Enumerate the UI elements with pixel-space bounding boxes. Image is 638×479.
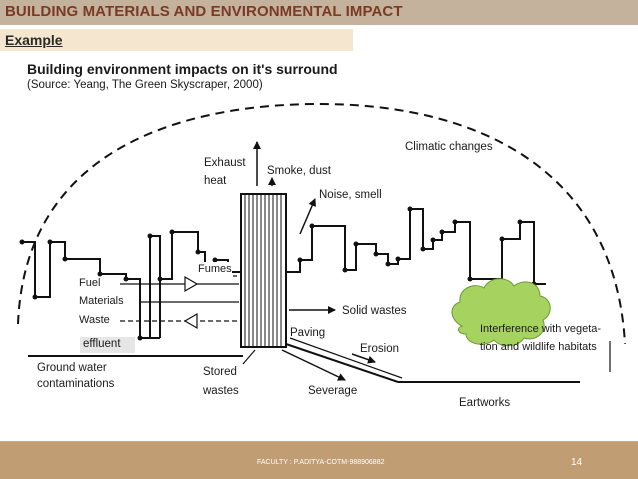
vegetation-cloud: [451, 278, 551, 347]
footer-faculty: FACULTY : P.ADITYA-COTM-988906882: [257, 459, 385, 466]
label-ground-water-1: Ground water: [37, 362, 107, 374]
label-effluent: effluent: [80, 337, 135, 353]
label-paving: Paving: [290, 327, 326, 339]
label-climatic-changes: Climatic changes: [405, 141, 493, 153]
skyline-left-dots: [19, 229, 231, 341]
label-exhaust-2: heat: [204, 175, 227, 187]
label-interference-1: Interference with vegeta-: [480, 323, 602, 335]
label-smoke-dust: Smoke, dust: [267, 165, 331, 177]
severage-arrow: [281, 349, 346, 381]
diagram-source: (Source: Yeang, The Green Skyscraper, 20…: [27, 79, 263, 91]
label-fumes: Fumes: [198, 262, 232, 277]
noise-arrow: [299, 198, 316, 235]
label-solid-wastes: Solid wastes: [342, 305, 407, 317]
slide-subtitle: Example: [5, 32, 63, 48]
diagram-drawing: [17, 102, 626, 383]
label-noise-smell: Noise, smell: [319, 189, 382, 201]
label-severage: Severage: [308, 385, 358, 397]
label-waste: Waste: [79, 314, 110, 326]
footer-divider: [0, 441, 638, 442]
skyline-right-dots: [297, 206, 537, 287]
label-fuel: Fuel: [79, 277, 101, 289]
label-erosion: Erosion: [360, 343, 399, 355]
erosion-arrow: [351, 353, 376, 364]
label-materials: Materials: [79, 295, 124, 307]
slide-title: BUILDING MATERIALS AND ENVIRONMENTAL IMP…: [5, 3, 403, 20]
tower: [240, 193, 287, 348]
subtitle-bar: Example: [0, 29, 353, 51]
label-stored-wastes-2: wastes: [203, 385, 239, 397]
skyline-left: [22, 231, 242, 339]
footer-bar: FACULTY : P.ADITYA-COTM-988906882 14: [0, 442, 638, 479]
fuel-arrow: [120, 275, 239, 293]
label-interference-2: tion and wildlife habitats: [480, 341, 597, 353]
diagram-heading: Building environment impacts on it's sur…: [27, 61, 338, 77]
impact-diagram: Building environment impacts on it's sur…: [0, 54, 638, 436]
label-eartworks: Eartworks: [459, 397, 511, 409]
waste-arrow: [120, 312, 239, 330]
label-stored-wastes-1: Stored: [203, 366, 237, 378]
label-ground-water-2: contaminations: [37, 378, 115, 390]
page-number: 14: [571, 457, 583, 468]
stored-wastes-line: [242, 349, 256, 365]
title-bar: BUILDING MATERIALS AND ENVIRONMENTAL IMP…: [0, 0, 638, 25]
skyline-right: [286, 208, 546, 285]
label-exhaust-1: Exhaust: [204, 157, 246, 169]
paving-slope: [285, 337, 580, 383]
dome-boundary: [17, 102, 626, 345]
